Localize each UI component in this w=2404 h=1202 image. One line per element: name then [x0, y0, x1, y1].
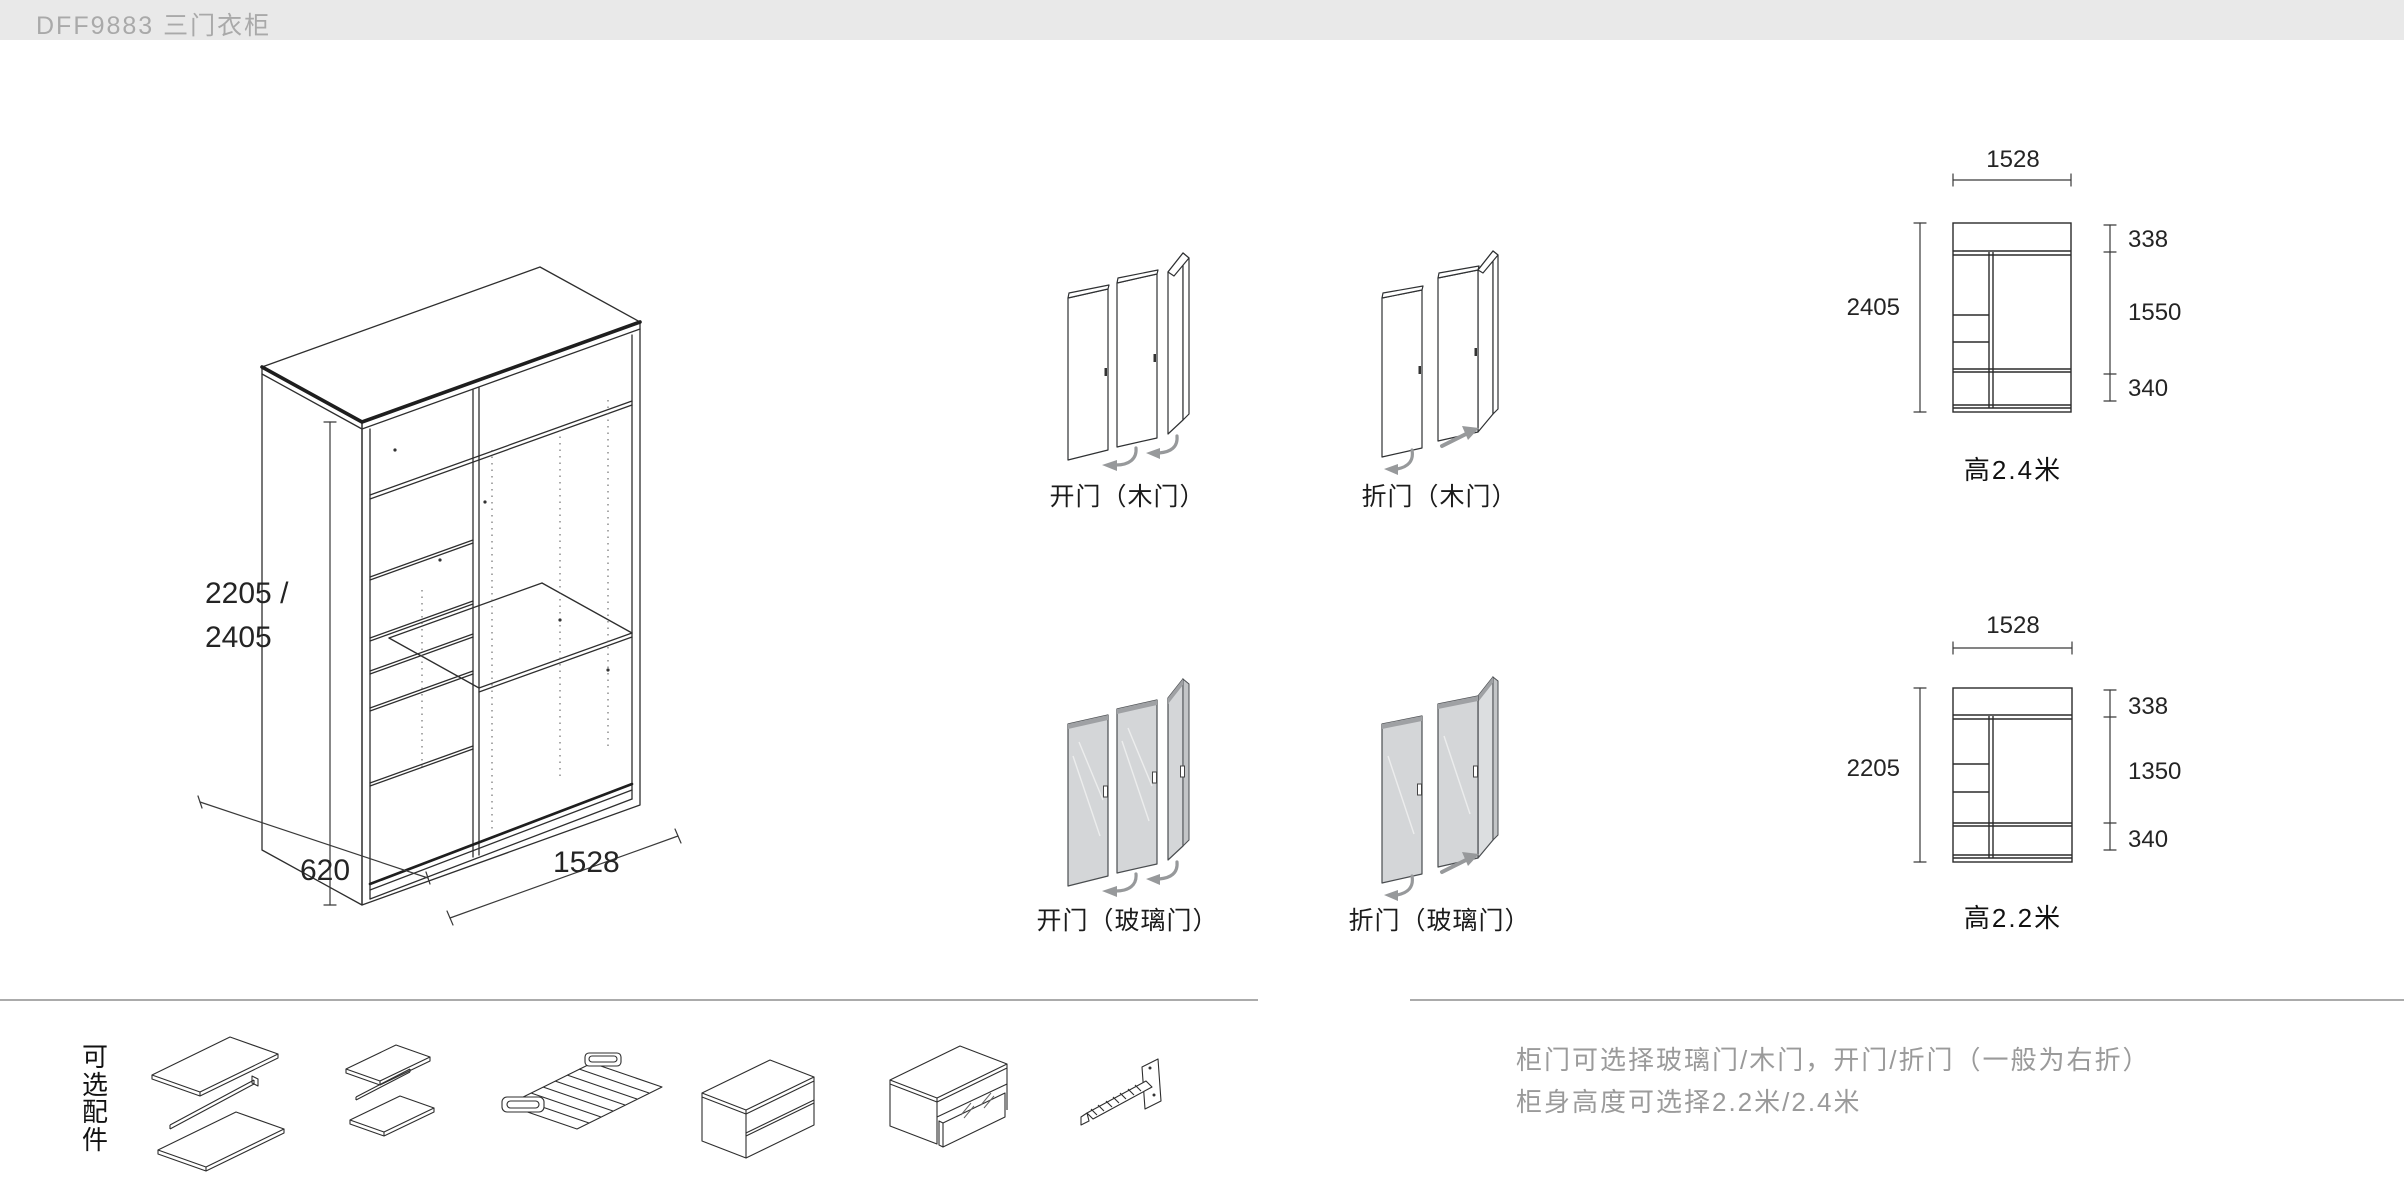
swing-arrow-icons [1102, 434, 1179, 471]
note-line-2: 柜身高度可选择2.2米/2.4米 [1516, 1087, 1862, 1117]
elevation-body [1952, 687, 2073, 863]
accessory-pull-out-tie-belt-rack-icon [1080, 1058, 1162, 1126]
main-height-dim-line1: 2205 / [205, 577, 289, 610]
wardrobe-outline [260, 266, 642, 906]
elevation-2-4m-drawing [1913, 173, 2117, 413]
accessory-drawer-unit-glass-front-icon [889, 1045, 1008, 1148]
glass-fold-panels [1381, 675, 1499, 884]
accessory-open-shelf-unit-icon [701, 1059, 815, 1159]
swing-arrow-icons [1102, 860, 1179, 897]
wardrobe-interior [368, 387, 634, 891]
main-width-dim: 1528 [553, 846, 620, 879]
wood-fold-panels [1381, 250, 1499, 458]
elevation-body [1952, 222, 2072, 413]
elev2-seg-middle-dim: 1350 [2128, 758, 2182, 785]
footer-divider-left [0, 999, 1258, 1001]
elev1-width-dim: 1528 [1986, 146, 2040, 173]
fold-glass-door-drawing [1381, 675, 1499, 901]
elev2-width-dim: 1528 [1986, 612, 2040, 639]
elev2-height-dim: 2205 [1846, 755, 1900, 782]
accessories-strip-drawing [151, 1036, 1162, 1172]
elev2-seg-top-dim: 338 [2128, 693, 2169, 720]
door-option-label-swing-glass: 开门（玻璃门） [1036, 907, 1219, 935]
accessory-double-shelf-with-hanging-rod-icon [151, 1036, 285, 1172]
footer-divider-right [1410, 999, 2404, 1001]
elevation-2-2m-drawing [1913, 641, 2117, 863]
fold-arrow-icons [1384, 852, 1479, 901]
glass-door-panels [1067, 677, 1190, 887]
accessory-small-double-shelf-with-hanging-rod-icon [345, 1044, 435, 1137]
elev1-seg-middle-dim: 1550 [2128, 299, 2182, 326]
elevation-dimension-lines [1913, 173, 2117, 413]
wardrobe-dimension-lines [197, 421, 682, 926]
door-option-label-fold-wood: 折门（木门） [1361, 483, 1518, 511]
elev1-seg-bottom-dim: 340 [2128, 375, 2169, 402]
wardrobe-isometric-drawing [197, 266, 682, 926]
main-depth-dim: 620 [300, 854, 351, 887]
swing-wood-door-drawing [1067, 252, 1190, 471]
door-option-label-fold-glass: 折门（玻璃门） [1348, 907, 1531, 935]
elevation-dimension-lines [1913, 641, 2117, 863]
main-height-dim-line2: 2405 [205, 621, 272, 654]
optional-accessories-label: 可选配件 [81, 1042, 108, 1155]
fold-wood-door-drawing [1381, 250, 1499, 475]
elev1-height-dim: 2405 [1846, 294, 1900, 321]
accessory-pull-out-trouser-rack-icon [501, 1052, 663, 1130]
swing-glass-door-drawing [1067, 677, 1190, 897]
door-option-label-swing-wood: 开门（木门） [1049, 483, 1206, 511]
wood-door-panels [1067, 252, 1190, 461]
fold-arrow-icons [1384, 426, 1479, 475]
elev1-seg-top-dim: 338 [2128, 226, 2169, 253]
note-line-1: 柜门可选择玻璃门/木门，开门/折门（一般为右折） [1516, 1045, 2151, 1075]
elev1-caption: 高2.4米 [1963, 455, 2063, 485]
header-bar: DFF9883 三门衣柜 [0, 0, 2404, 40]
elev2-seg-bottom-dim: 340 [2128, 826, 2169, 853]
page-title: DFF9883 三门衣柜 [36, 12, 272, 40]
elev2-caption: 高2.2米 [1963, 903, 2063, 933]
